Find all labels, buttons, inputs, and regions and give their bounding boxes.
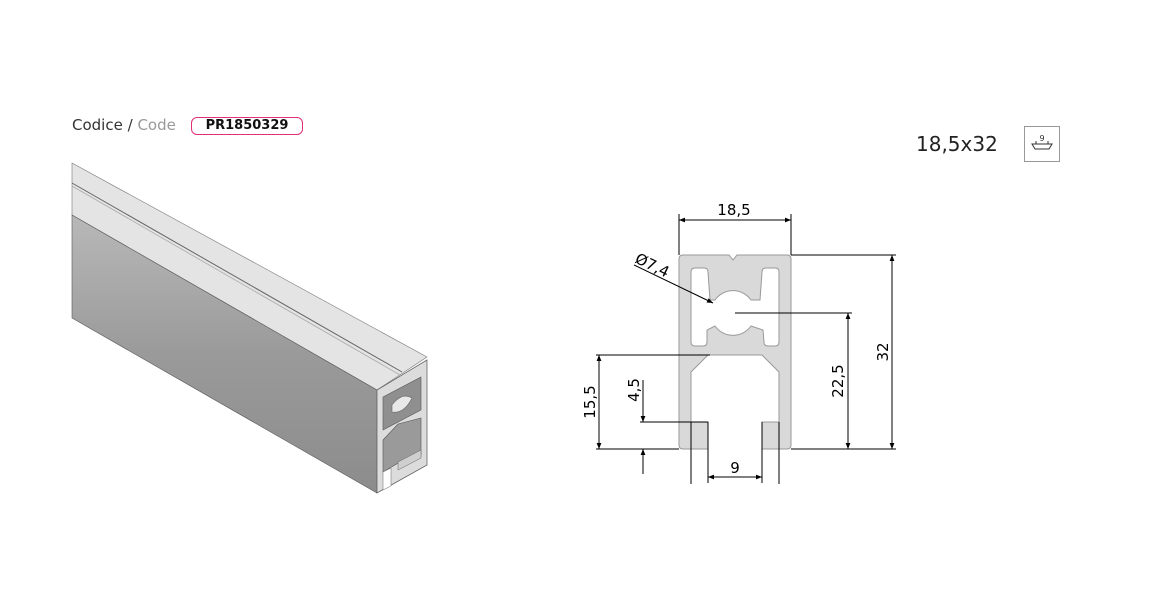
dim-lip: 4,5 <box>625 378 643 402</box>
slot-9-icon: 9 <box>1024 126 1060 162</box>
product-code-badge: PR1850329 <box>191 117 303 135</box>
dim-diameter: Ø7,4 <box>632 249 672 281</box>
code-label-en: Code <box>137 116 176 134</box>
slot-number: 9 <box>1039 134 1044 143</box>
code-label: Codice / Code <box>72 116 176 134</box>
dimension-lines <box>596 214 896 484</box>
dim-height: 32 <box>874 342 892 361</box>
dim-width: 18,5 <box>717 201 750 219</box>
profile-section <box>678 254 792 450</box>
separator: / <box>127 116 133 134</box>
profile-size: 18,5x32 <box>916 132 998 156</box>
profile-3d-render <box>71 162 428 494</box>
dim-slot: 9 <box>730 459 740 477</box>
dim-center-height: 22,5 <box>829 364 847 397</box>
dim-lower-height: 15,5 <box>581 385 599 418</box>
code-label-it: Codice <box>72 116 123 134</box>
